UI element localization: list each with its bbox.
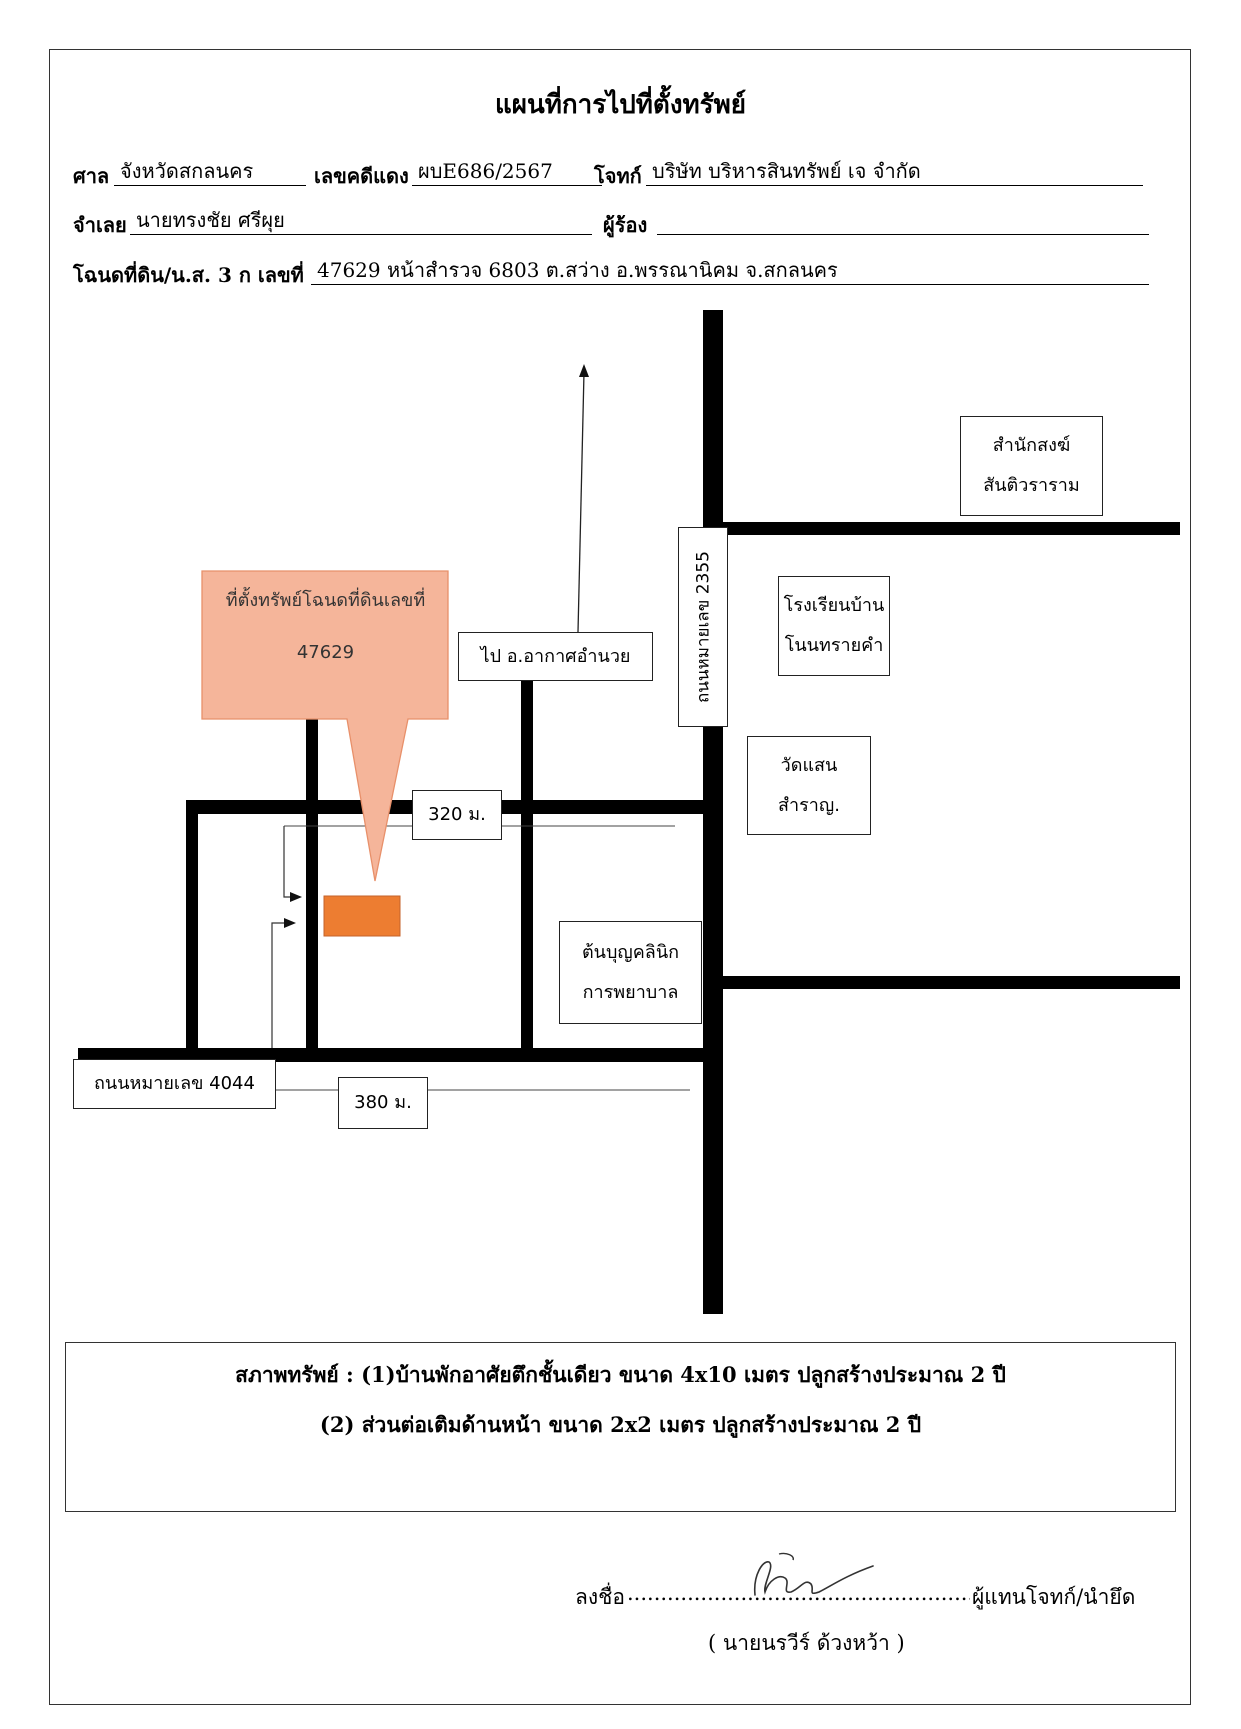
landmark-clinic-line-1: ต้นบุญคลินิก	[581, 941, 680, 963]
label-distance-380-text: 380 ม.	[354, 1092, 412, 1113]
label-road-4044-text: ถนนหมายเลข 4044	[94, 1073, 255, 1094]
plaintiff-label: โจทก์	[594, 164, 642, 188]
landmark-monastery-line-1: สำนักสงฆ์	[992, 435, 1071, 456]
landmark-temple: วัดแสน สำราญ.	[747, 736, 871, 835]
callout-line-2: 47629	[296, 642, 355, 663]
landmark-monastery-line-2: สันติวราราม	[983, 475, 1080, 496]
label-to-airport: ไป อ.อากาศอำนวย	[458, 632, 653, 681]
condition-line-2: (2) ส่วนต่อเติมด้านหน้า ขนาด 2x2 เมตร ปล…	[319, 1412, 922, 1437]
landmark-school: โรงเรียนบ้าน โนนทรายคำ	[778, 576, 890, 676]
road-4044	[78, 1048, 713, 1062]
callout-line-1: ที่ตั้งทรัพย์โฉนดที่ดินเลขที่	[225, 590, 426, 611]
landmark-monastery: สำนักสงฆ์ สันติวราราม	[960, 416, 1103, 516]
road-soi-1	[306, 717, 318, 1062]
arrow-head-north	[579, 364, 589, 377]
route-line-lower	[271, 922, 292, 1048]
landmark-school-line-1: โรงเรียนบ้าน	[783, 595, 885, 616]
property-callout	[201, 570, 449, 882]
label-to-airport-text: ไป อ.อากาศอำนวย	[480, 645, 631, 667]
signature-mark	[753, 1552, 874, 1596]
sign-dots: ........................................…	[627, 1581, 970, 1605]
deed-value: 47629 หน้าสำรวจ 6803 ต.สว่าง อ.พรรณานิคม…	[311, 257, 1149, 285]
landmark-temple-line-2: สำราญ.	[778, 794, 840, 816]
label-road-2355: ถนนหมายเลข 2355	[678, 527, 728, 727]
landmark-temple-line-1: วัดแสน	[780, 754, 838, 776]
landmark-clinic: ต้นบุญคลินิก การพยาบาล	[559, 921, 702, 1024]
route-arrow-lower	[284, 918, 296, 928]
page-title: แผนที่การไปที่ตั้งทรัพย์	[495, 90, 746, 120]
property-condition-box: สภาพทรัพย์ : (1)บ้านพักอาศัยตึกชั้นเดียว…	[65, 1342, 1176, 1512]
arrow-line-north	[577, 371, 585, 633]
property-marker	[323, 895, 401, 937]
condition-line-1: สภาพทรัพย์ : (1)บ้านพักอาศัยตึกชั้นเดียว…	[235, 1362, 1006, 1387]
sign-prefix: ลงชื่อ	[575, 1585, 625, 1609]
deed-label: โฉนดที่ดิน/น.ส. 3 ก เลขที่	[73, 263, 304, 287]
case-value: ผบE686/2567	[412, 158, 602, 186]
landmark-school-line-2: โนนทรายคำ	[784, 635, 884, 656]
page-frame	[49, 49, 1191, 1705]
court-label: ศาล	[73, 164, 110, 188]
defendant-label: จำเลย	[73, 213, 127, 237]
case-label: เลขคดีแดง	[314, 164, 409, 188]
landmark-clinic-line-2: การพยาบาล	[582, 981, 679, 1003]
label-distance-380: 380 ม.	[338, 1077, 428, 1129]
callout-text: ที่ตั้งทรัพย์โฉนดที่ดินเลขที่ 47629	[203, 575, 448, 679]
route-line-upper	[283, 826, 300, 898]
label-distance-320: 320 ม.	[412, 790, 502, 840]
sign-role: ผู้แทนโจทก์/นำยึด	[972, 1585, 1136, 1609]
road-west	[186, 800, 198, 1062]
road-branch-south	[713, 976, 1180, 989]
label-distance-320-text: 320 ม.	[428, 804, 486, 825]
petitioner-value	[657, 207, 1149, 235]
court-value: จังหวัดสกลนคร	[114, 158, 306, 186]
road-branch-north	[713, 522, 1180, 535]
road-soi-2	[521, 677, 533, 1062]
defendant-value: นายทรงชัย ศรีผุย	[130, 207, 592, 235]
label-road-4044: ถนนหมายเลข 4044	[73, 1059, 276, 1109]
signer-name: ( นายนรวีร์ ด้วงหว้า )	[708, 1631, 905, 1655]
label-road-2355-text: ถนนหมายเลข 2355	[693, 551, 714, 703]
route-arrow-upper	[290, 892, 302, 902]
petitioner-label: ผู้ร้อง	[603, 213, 648, 237]
plaintiff-value: บริษัท บริหารสินทรัพย์ เจ จำกัด	[646, 158, 1143, 186]
